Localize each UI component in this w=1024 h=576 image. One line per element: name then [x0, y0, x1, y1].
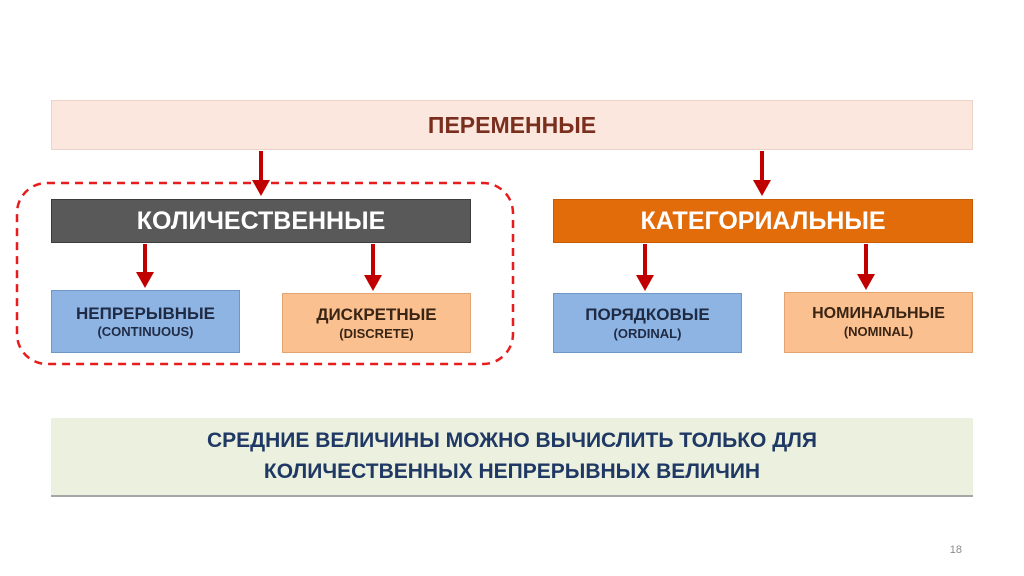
- arrow-quantitative-to-discrete: [364, 244, 382, 291]
- arrow-root-to-categorical: [753, 151, 771, 196]
- box-discrete: ДИСКРЕТНЫЕ (DISCRETE): [282, 293, 471, 353]
- discrete-sublabel: (DISCRETE): [339, 325, 414, 341]
- arrow-root-to-quantitative: [252, 151, 270, 196]
- root-label: ПЕРЕМЕННЫЕ: [427, 111, 597, 138]
- box-categorical: КАТЕГОРИАЛЬНЫЕ: [553, 199, 973, 243]
- arrow-quantitative-to-continuous: [136, 244, 154, 288]
- categorical-label: КАТЕГОРИАЛЬНЫЕ: [640, 206, 886, 235]
- box-ordinal: ПОРЯДКОВЫЕ (ORDINAL): [553, 293, 742, 353]
- arrow-categorical-to-nominal: [857, 244, 875, 290]
- note-box: СРЕДНИЕ ВЕЛИЧИНЫ МОЖНО ВЫЧИСЛИТЬ ТОЛЬКО …: [51, 418, 973, 497]
- ordinal-sublabel: (ORDINAL): [613, 325, 682, 341]
- note-line-1: СРЕДНИЕ ВЕЛИЧИНЫ МОЖНО ВЫЧИСЛИТЬ ТОЛЬКО …: [206, 429, 818, 453]
- discrete-label: ДИСКРЕТНЫЕ: [316, 305, 437, 325]
- nominal-label: НОМИНАЛЬНЫЕ: [812, 305, 945, 323]
- continuous-sublabel: (CONTINUOUS): [97, 324, 194, 339]
- note-line-2: КОЛИЧЕСТВЕННЫХ НЕПРЕРЫВНЫХ ВЕЛИЧИН: [263, 459, 761, 483]
- page-number: 18: [949, 544, 962, 556]
- box-nominal: НОМИНАЛЬНЫЕ (NOMINAL): [784, 292, 973, 353]
- quantitative-label: КОЛИЧЕСТВЕННЫЕ: [136, 206, 386, 235]
- arrow-categorical-to-ordinal: [636, 244, 654, 291]
- box-quantitative: КОЛИЧЕСТВЕННЫЕ: [51, 199, 471, 243]
- ordinal-label: ПОРЯДКОВЫЕ: [585, 305, 710, 325]
- root-box-variables: ПЕРЕМЕННЫЕ: [51, 100, 973, 150]
- box-continuous: НЕПРЕРЫВНЫЕ (CONTINUOUS): [51, 290, 240, 353]
- nominal-sublabel: (NOMINAL): [843, 324, 914, 340]
- continuous-label: НЕПРЕРЫВНЫЕ: [75, 303, 216, 323]
